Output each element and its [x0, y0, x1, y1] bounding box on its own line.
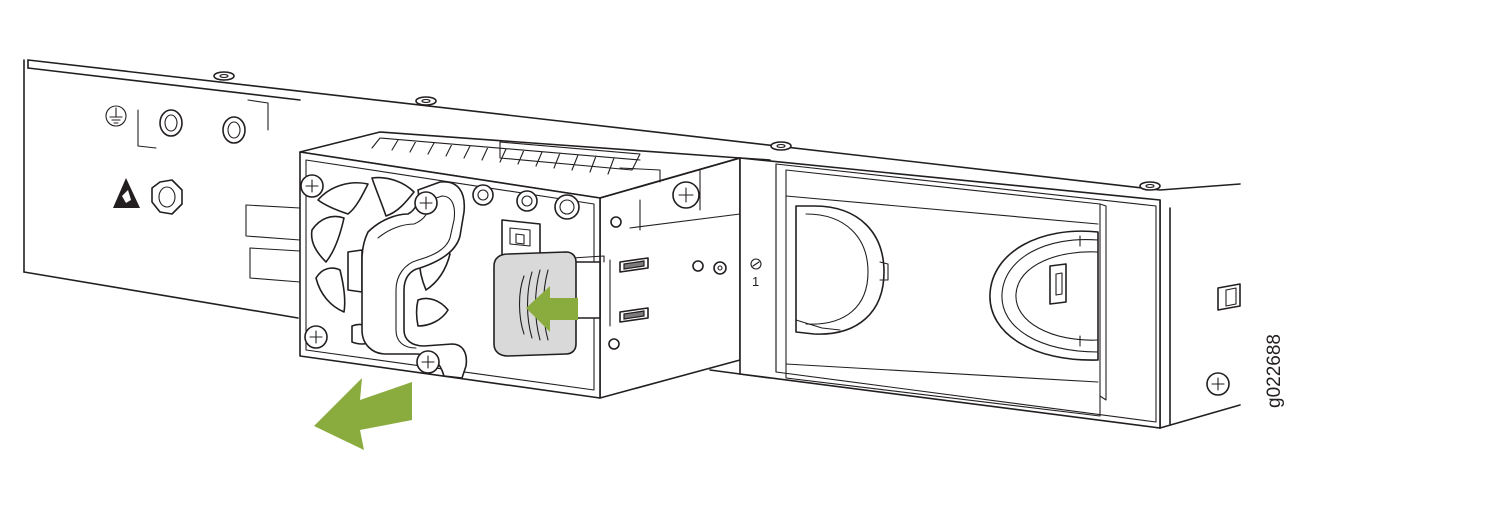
ground-stud-1 [159, 109, 183, 137]
top-screw-4 [1139, 181, 1161, 191]
esd-warning-icon [113, 178, 140, 208]
pull-out-arrow-icon [314, 378, 412, 450]
ground-stud-2 [222, 116, 246, 144]
module-screw-top-left [300, 174, 324, 198]
module-screw-top-mid [414, 191, 438, 215]
power-symbol-icon [750, 258, 762, 270]
power-supply-module: 1 [739, 157, 1241, 429]
top-screw-3 [770, 141, 792, 151]
module-screw-bottom-left [304, 325, 328, 349]
figure-id-label: g022688 [1264, 334, 1285, 408]
top-screw-1 [213, 71, 235, 81]
psu-screw [1206, 372, 1230, 396]
esd-jack [151, 179, 183, 215]
slot-number-label: 1 [752, 274, 759, 289]
module-top-vents [371, 137, 661, 183]
fan-module [299, 131, 741, 399]
side-screw [672, 181, 700, 209]
psu-connector-right [989, 230, 1099, 361]
fan-handle[interactable] [361, 181, 468, 379]
module-screw-bottom-mid [416, 350, 440, 374]
ground-symbol-icon [105, 105, 127, 127]
psu-handle-left[interactable] [795, 205, 889, 335]
press-latch-arrow-icon [526, 286, 578, 332]
top-screw-2 [415, 96, 437, 106]
